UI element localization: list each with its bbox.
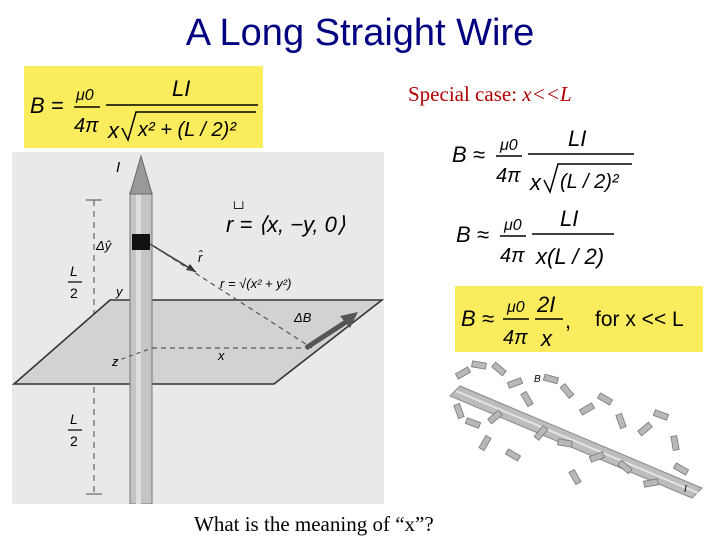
current-label: I <box>116 159 120 176</box>
final-formula: B ≈ μ0 4π 2I x , for x << L <box>461 292 684 351</box>
approx2-coef-num: μ0 <box>503 217 522 234</box>
z-line <box>113 347 153 363</box>
r-vector-equation: r = ⟨x, −y, 0⟩ <box>226 212 346 237</box>
formula-den-root: x² + (L / 2)² <box>137 119 237 141</box>
approx2-den: x(L / 2) <box>535 244 604 269</box>
formula-lhs: B = <box>30 93 64 118</box>
current-element <box>132 234 150 250</box>
field-B-label: B <box>534 374 541 385</box>
approx1-coef-num: μ0 <box>499 137 518 154</box>
rhat-label: r̂ <box>198 250 204 265</box>
approx1-num: LI <box>568 126 586 151</box>
half-L-bottom-num: L <box>70 411 78 427</box>
approx1-den-x: x <box>529 170 542 195</box>
dB-label: ΔB <box>293 310 312 325</box>
approx1-den-root: (L / 2)² <box>560 171 620 193</box>
final-comma: , <box>565 308 571 333</box>
xy-plane <box>12 299 384 385</box>
formula-coef-den: 4π <box>74 115 99 137</box>
final-condition: for x << L <box>595 308 684 331</box>
approx2-coef-den: 4π <box>500 245 525 267</box>
wire-diagram: I Δŷ r̂ r = ⟨x, −y, 0⟩ └┘ r = √(x² + y²)… <box>12 152 384 504</box>
vector-mark: └┘ <box>230 201 247 215</box>
half-L-top-num: L <box>70 263 78 279</box>
y-label: y <box>115 284 124 299</box>
field-figure: B I <box>448 356 710 512</box>
r-magnitude-equation: r = √(x² + y²) <box>220 276 291 291</box>
general-formula-box: B = μ0 4π LI x x² + (L / 2)² <box>24 66 263 148</box>
general-formula: B = μ0 4π LI x x² + (L / 2)² <box>30 76 258 143</box>
formula-num: LI <box>172 76 190 101</box>
formula-coef-num: μ0 <box>75 87 94 104</box>
final-coef-num: μ0 <box>506 299 525 316</box>
approx1-coef-den: 4π <box>496 165 521 187</box>
final-num: 2I <box>536 292 555 317</box>
field-I-label: I <box>684 484 687 495</box>
dy-label: Δŷ <box>95 238 113 253</box>
special-case-text: Special case: <box>408 82 518 106</box>
slide-title: A Long Straight Wire <box>185 12 535 54</box>
dB-arrow-icon <box>304 315 354 351</box>
z-label: z <box>111 354 119 369</box>
approx1-lhs: B ≈ <box>452 142 485 167</box>
approx-formula-1: B ≈ μ0 4π LI x (L / 2)² <box>452 126 634 195</box>
approx2-lhs: B ≈ <box>456 222 489 247</box>
final-coef-den: 4π <box>503 327 528 349</box>
final-den: x <box>540 326 553 351</box>
special-case-label: Special case: x<<L <box>408 82 572 107</box>
current-arrow-icon <box>129 154 153 195</box>
caption: What is the meaning of “x”? <box>194 512 434 536</box>
half-L-top-den: 2 <box>70 285 78 301</box>
approx-formula-2: B ≈ μ0 4π LI x(L / 2) <box>456 206 614 269</box>
x-label: x <box>217 348 225 363</box>
formula-den-x: x <box>107 118 120 143</box>
final-lhs: B ≈ <box>461 306 494 331</box>
special-case-condition: x<<L <box>522 82 572 106</box>
final-formula-box: B ≈ μ0 4π 2I x , for x << L <box>455 286 703 352</box>
half-L-bottom-den: 2 <box>70 433 78 449</box>
approx2-num: LI <box>560 206 578 231</box>
field-arrows <box>453 360 690 488</box>
